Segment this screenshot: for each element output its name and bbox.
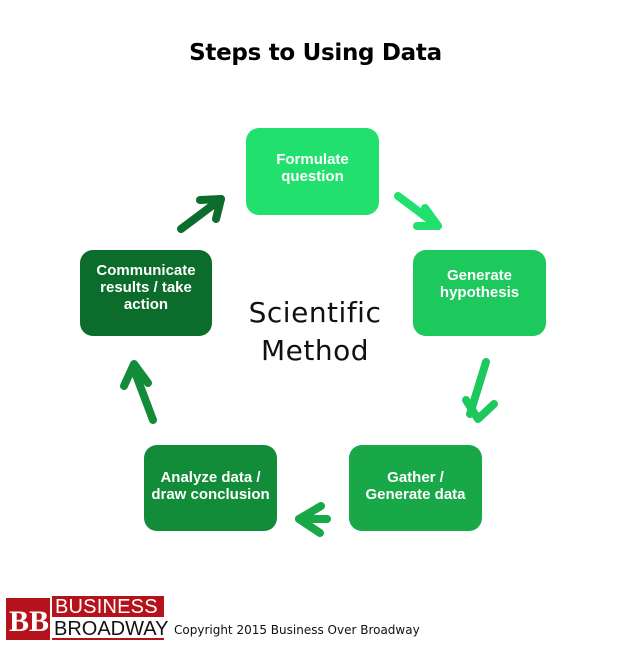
arrow-gather-to-analyze	[295, 502, 331, 537]
logo-mark-icon: BB	[6, 598, 50, 640]
step-label: Formulate question	[276, 150, 349, 185]
center-label-line2: Method	[260, 334, 369, 367]
business-broadway-logo: BB BUSINESS BROADWAY	[6, 596, 169, 642]
logo-word-business: BUSINESS	[52, 596, 164, 618]
step-label: Analyze data / draw conclusion	[151, 469, 270, 503]
center-label-line1: Scientific	[248, 296, 382, 329]
arrow-formulate-to-hypothesis	[394, 192, 442, 230]
step-analyze-data: Analyze data / draw conclusion	[144, 445, 277, 531]
step-generate-hypothesis: Generate hypothesis	[413, 250, 546, 336]
logo-initials: BB	[9, 605, 49, 638]
step-label: Gather / Generate data	[365, 469, 466, 503]
diagram-title: Steps to Using Data	[189, 40, 442, 66]
step-label: Communicate results / take action	[96, 261, 196, 313]
step-label: Generate hypothesis	[439, 267, 520, 301]
copyright-text: Copyright 2015 Business Over Broadway	[174, 623, 420, 637]
step-communicate-results: Communicate results / take action	[80, 250, 212, 336]
step-formulate-question: Formulate question	[246, 128, 379, 215]
arrow-hypothesis-to-gather	[462, 358, 498, 423]
logo-word-broadway: BROADWAY	[52, 618, 169, 640]
arrow-communicate-to-formulate	[177, 195, 225, 233]
arrow-analyze-to-communicate	[120, 360, 157, 424]
footer: BB BUSINESS BROADWAY Copyright 2015 Busi…	[6, 596, 420, 642]
center-label: Scientific Method	[220, 294, 410, 370]
step-gather-data: Gather / Generate data	[349, 445, 482, 531]
